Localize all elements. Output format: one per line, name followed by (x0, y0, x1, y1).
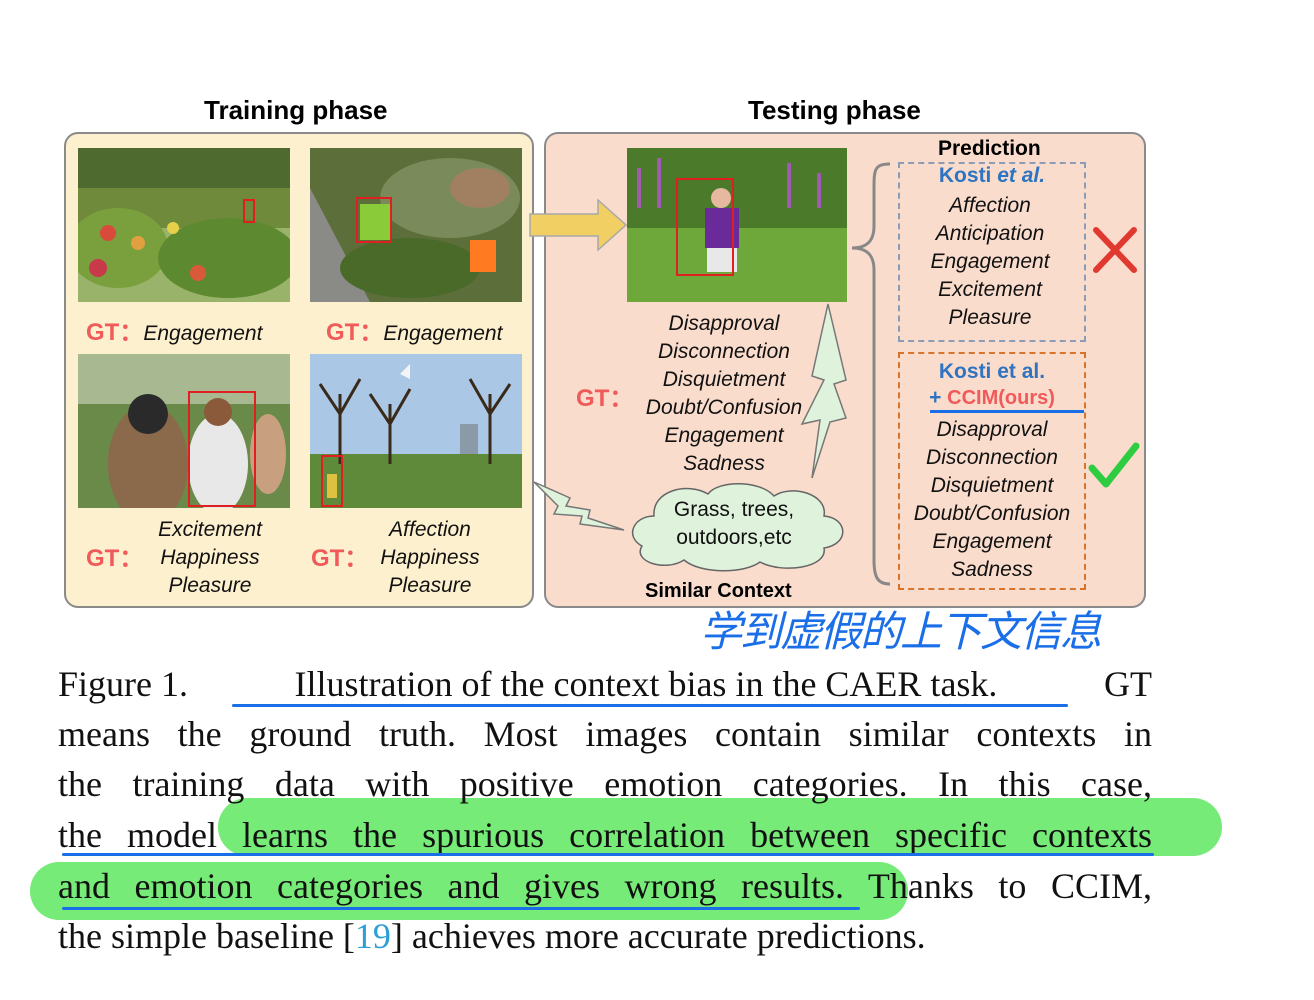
training-gt-3: GT： (86, 545, 144, 572)
test-photo-golfer (627, 148, 847, 302)
ours-name: Kosti et al. (938, 360, 1046, 383)
caption-line-6: the simple baseline [19] achieves more a… (58, 916, 926, 956)
highlight-mark-2 (30, 862, 908, 920)
baseline-labels: Affection Anticipation Engagement Excite… (930, 194, 1050, 329)
prediction-title: Prediction (938, 137, 1041, 160)
training-gt-2: GT：Engagement (326, 319, 503, 346)
ours-labels: Disapproval Disconnection Disquietment D… (913, 418, 1071, 581)
underline-mark-3 (62, 907, 860, 910)
caption-line-3: the training data with positive emotion … (58, 764, 1152, 804)
lightning-bolt-small-icon (533, 481, 625, 531)
context-cloud-icon (631, 483, 844, 572)
cross-icon (1093, 227, 1137, 273)
training-photo-park (310, 354, 522, 508)
ours-method-underline (930, 410, 1084, 413)
baseline-name: Kosti et al. (938, 164, 1046, 187)
training-labels-3: Excitement Happiness Pleasure (158, 518, 262, 597)
testing-phase-title: Testing phase (748, 95, 921, 125)
lightning-bolt-icon (800, 303, 847, 479)
training-photo-boys (78, 354, 290, 508)
caption-line-5: and emotion categories and gives wrong r… (58, 866, 1152, 906)
baseline-prediction-box (898, 162, 1086, 342)
caption-line-1: Figure 1. Illustration of the context bi… (58, 664, 1152, 704)
caption-line-4: the model learns the spurious correlatio… (58, 815, 1152, 855)
training-phase-title: Training phase (204, 95, 388, 125)
similar-context-label: Similar Context (645, 580, 792, 602)
check-icon (1088, 442, 1140, 488)
training-photo-garden (78, 148, 290, 302)
citation-link[interactable]: 19 (354, 916, 391, 956)
ours-prediction-box (898, 352, 1086, 590)
underline-mark-1 (232, 704, 1068, 707)
curly-brace-icon (851, 162, 891, 586)
test-gt: GT： (576, 385, 634, 412)
highlight-mark-1 (218, 798, 1222, 856)
caption-line-2: means the ground truth. Most images cont… (58, 714, 1152, 754)
training-gt-1: GT：Engagement (86, 319, 263, 346)
arrow-right-icon (529, 198, 628, 252)
context-cloud-text: Grass, trees, outdoors,etc (673, 498, 795, 549)
ours-method: + CCIM(ours) (929, 386, 1055, 409)
handwritten-note: 学到虚假的上下文信息 (700, 607, 1102, 656)
test-gt-labels: Disapproval Disconnection Disquietment D… (645, 312, 803, 475)
underline-mark-2 (62, 853, 1154, 856)
training-gt-4: GT： (311, 545, 369, 572)
training-labels-4: Affection Happiness Pleasure (380, 518, 480, 597)
training-photo-workers (310, 148, 522, 302)
